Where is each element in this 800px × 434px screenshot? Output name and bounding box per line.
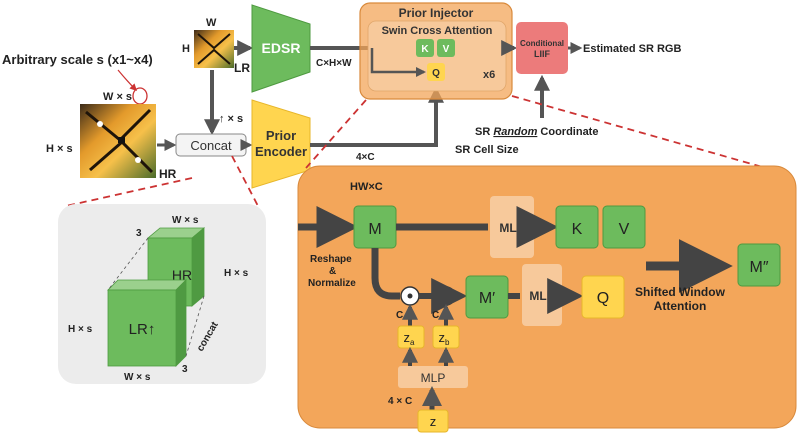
cube-height-left-label: H × s: [68, 324, 93, 335]
q-label: Q: [432, 68, 440, 79]
prior-injector-title: Prior Injector: [399, 6, 474, 20]
cube-depth-bottom-label: 3: [182, 364, 188, 375]
shifted-window-label-1: Shifted Window: [635, 285, 726, 299]
zb-label: zb: [439, 330, 451, 347]
m-to-ops-arrow: [371, 248, 400, 300]
scale-pointer-arrow: [117, 69, 138, 92]
liif-label-2: LIIF: [534, 49, 550, 59]
scale-highlight-circle: [132, 87, 148, 105]
four-times-c-label: 4 × C: [388, 396, 412, 407]
swin-cross-attention-label: Swin Cross Attention: [382, 25, 493, 37]
hr-image: [80, 104, 156, 178]
channel-label-right: C: [432, 310, 439, 321]
cube-lr-up-label: LR↑: [129, 321, 156, 338]
reshape-label: Reshape: [310, 254, 352, 265]
edsr-block[interactable]: [251, 4, 311, 93]
detail-k-box: [555, 205, 599, 249]
mlp-bottom-label: MLP: [421, 371, 446, 385]
prior-encoder-label-1: Prior: [266, 128, 296, 143]
lr-label: LR: [234, 61, 250, 75]
circled-dot-icon: [400, 286, 420, 306]
conditional-liif-block[interactable]: Conditional LIIF: [516, 22, 568, 74]
prior-injector-block[interactable]: Prior Injector Swin Cross Attention K V …: [359, 2, 513, 100]
normalize-label: Normalize: [308, 278, 356, 289]
cube-guide-1: [107, 237, 149, 291]
concat-op-icon[interactable]: Concat: [175, 133, 247, 157]
callout-line-left-1: [65, 177, 193, 207]
feature-shape-label: C×H×W: [316, 58, 352, 69]
cube-hr-label: HR: [172, 267, 192, 283]
callout-line-right-2: [511, 95, 767, 169]
m-double-prime-box: [737, 243, 781, 287]
sr-cell-size-label: SR Cell Size: [455, 144, 519, 156]
internal-q-arrow: [370, 48, 426, 77]
liif-label-1: Conditional: [520, 39, 564, 48]
encoder-to-q-arrow: [310, 86, 444, 147]
cube-width-bottom-label: W × s: [124, 372, 151, 383]
cube-width-top-label: W × s: [172, 215, 199, 226]
lr-up-cube: [107, 279, 187, 367]
k-label: K: [421, 44, 429, 55]
upsample-label: ↑ × s: [219, 113, 243, 125]
m-double-prime-label: M″: [750, 259, 769, 276]
v-box: [437, 39, 455, 57]
mlp-bottom-box: [398, 366, 468, 388]
detail-v-label: V: [619, 221, 630, 238]
mlp-mid-label: MLP: [529, 289, 554, 303]
prior-shape-label: 4×C: [356, 152, 375, 163]
cube-guide-2: [185, 295, 205, 357]
detail-q-label: Q: [597, 290, 609, 307]
repeat-count-label: x6: [483, 69, 495, 81]
lr-image: [194, 30, 234, 68]
m-prime-label: M′: [479, 290, 495, 307]
z-label: z: [430, 414, 437, 429]
concat-label: Concat: [190, 138, 232, 153]
prior-encoder-label-2: Encoder: [255, 144, 307, 159]
detail-q-box: [581, 275, 625, 319]
detail-k-label: K: [572, 221, 583, 238]
v-label: V: [443, 44, 450, 55]
mlp-top-label: MLP: [499, 221, 524, 235]
channel-label-left: C: [396, 310, 403, 321]
hr-label: HR: [159, 167, 177, 181]
za-label: za: [404, 330, 416, 347]
lr-height-label: H: [182, 43, 190, 55]
cube-height-right-label: H × s: [224, 268, 249, 279]
k-box: [416, 39, 434, 57]
ampersand-label: &: [329, 266, 336, 277]
lr-width-label: W: [206, 17, 217, 29]
shifted-window-label-2: Attention: [654, 299, 707, 313]
z-box: [417, 409, 449, 433]
hr-height-label: H × s: [46, 143, 73, 155]
edsr-label: EDSR: [262, 40, 301, 56]
cube-depth-top-label: 3: [136, 228, 142, 239]
detail-v-box: [602, 205, 646, 249]
hr-width-label: W × s: [103, 91, 132, 103]
callout-line-left-2: [231, 155, 259, 207]
q-box: [427, 63, 445, 81]
sr-coordinate-label: SR Random Coordinate: [475, 126, 598, 138]
output-label: Estimated SR RGB: [583, 43, 681, 55]
circled-plus-icon: [436, 286, 456, 306]
arbitrary-scale-label: Arbitrary scale s (x1~x4): [2, 52, 153, 67]
m-label: M: [368, 221, 381, 238]
hw-c-label: HW×C: [350, 181, 383, 193]
callout-line-right-1: [305, 99, 367, 169]
